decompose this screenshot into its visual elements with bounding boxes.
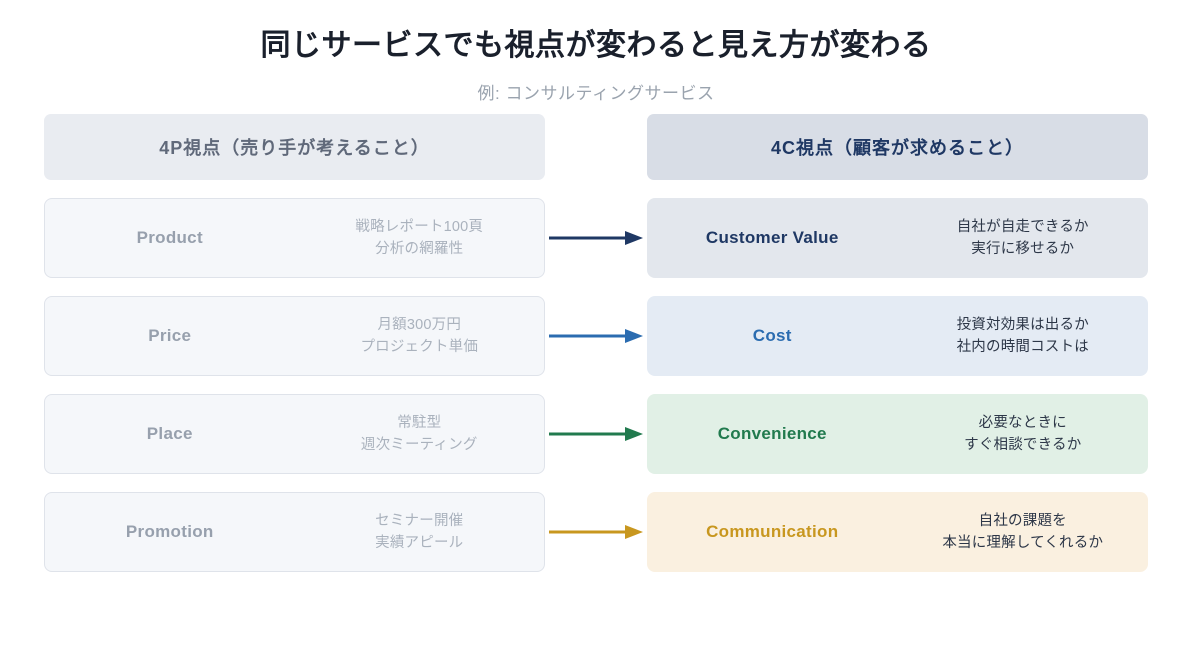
card-4c-cost[interactable]: Cost 投資対効果は出るか 社内の時間コストは [647, 296, 1148, 376]
card-description-line1: 月額300万円 [377, 316, 462, 333]
card-description-line2: 週次ミーティング [360, 437, 478, 453]
card-description-line1: 戦略レポート100頁 [355, 218, 484, 235]
arrow-right-icon [545, 394, 647, 474]
header-gap [545, 114, 647, 180]
card-description-line1: セミナー開催 [375, 512, 464, 529]
card-4p-product[interactable]: Product 戦略レポート100頁 分析の網羅性 [44, 198, 545, 278]
card-label: Promotion [125, 522, 214, 541]
row-right-cell: Cost 投資対効果は出るか 社内の時間コストは [647, 296, 1148, 376]
card-label: Customer Value [705, 228, 839, 247]
card-description-line2: プロジェクト単価 [360, 339, 479, 355]
card-4p-promotion[interactable]: Promotion セミナー開催 実績アピール [44, 492, 545, 572]
page-subtitle: 例: コンサルティングサービス [477, 84, 715, 103]
table-row: Product 戦略レポート100頁 分析の網羅性 Customer Value [44, 198, 1148, 278]
card-description-line1: 自社が自走できるか [956, 218, 1089, 235]
card-description: 自社が自走できるか 実行に移せるか [898, 216, 1149, 261]
title-block: 同じサービスでも視点が変わると見え方が変わる 例: コンサルティングサービス [0, 0, 1192, 104]
table-row: Place 常駐型 週次ミーティング Convenience 必要なと [44, 394, 1148, 474]
card-description-line1: 投資対効果は出るか [956, 316, 1089, 333]
card-4c-communication[interactable]: Communication 自社の課題を 本当に理解してくれるか [647, 492, 1148, 572]
comparison-matrix: 4P視点（売り手が考えること） 4C視点（顧客が求めること） Product 戦… [44, 114, 1148, 572]
card-description: 常駐型 週次ミーティング [295, 412, 545, 457]
header-right-cell: 4C視点（顧客が求めること） [647, 114, 1148, 180]
header-left-cell: 4P視点（売り手が考えること） [44, 114, 545, 180]
page-title: 同じサービスでも視点が変わると見え方が変わる [260, 29, 932, 62]
row-right-cell: Customer Value 自社が自走できるか 実行に移せるか [647, 198, 1148, 278]
row-right-cell: Convenience 必要なときに すぐ相談できるか [647, 394, 1148, 474]
header-4p: 4P視点（売り手が考えること） [44, 114, 545, 180]
row-left-cell: Product 戦略レポート100頁 分析の網羅性 [44, 198, 545, 278]
row-left-cell: Place 常駐型 週次ミーティング [44, 394, 545, 474]
card-description: セミナー開催 実績アピール [295, 510, 545, 555]
arrow-right-icon [545, 296, 647, 376]
card-description-line2: 社内の時間コストは [956, 339, 1089, 355]
card-label: Place [146, 424, 193, 443]
matrix-header-row: 4P視点（売り手が考えること） 4C視点（顧客が求めること） [44, 114, 1148, 180]
card-description: 戦略レポート100頁 分析の網羅性 [295, 216, 545, 261]
row-left-cell: Promotion セミナー開催 実績アピール [44, 492, 545, 572]
card-description-line2: 実績アピール [375, 535, 464, 551]
card-4p-place[interactable]: Place 常駐型 週次ミーティング [44, 394, 545, 474]
card-description-line1: 自社の課題を [978, 512, 1067, 529]
card-label: Communication [706, 522, 839, 541]
arrow-right-icon [545, 198, 647, 278]
card-description: 自社の課題を 本当に理解してくれるか [898, 510, 1149, 555]
table-row: Price 月額300万円 プロジェクト単価 Cost 投資対効果は出 [44, 296, 1148, 376]
header-4c: 4C視点（顧客が求めること） [647, 114, 1148, 180]
table-row: Promotion セミナー開催 実績アピール Communication [44, 492, 1148, 572]
card-label: Cost [752, 326, 792, 345]
row-right-cell: Communication 自社の課題を 本当に理解してくれるか [647, 492, 1148, 572]
card-description-line2: 分析の網羅性 [375, 241, 464, 257]
card-label: Price [148, 326, 192, 345]
card-description: 投資対効果は出るか 社内の時間コストは [898, 314, 1149, 359]
arrow-right-icon [545, 492, 647, 572]
card-description: 月額300万円 プロジェクト単価 [295, 314, 545, 359]
card-description-line2: 実行に移せるか [971, 241, 1075, 257]
card-description: 必要なときに すぐ相談できるか [898, 412, 1149, 457]
card-label: Convenience [717, 424, 827, 443]
card-label: Product [136, 228, 203, 247]
card-4c-customer-value[interactable]: Customer Value 自社が自走できるか 実行に移せるか [647, 198, 1148, 278]
card-description-line1: 常駐型 [397, 414, 442, 431]
row-left-cell: Price 月額300万円 プロジェクト単価 [44, 296, 545, 376]
card-4c-convenience[interactable]: Convenience 必要なときに すぐ相談できるか [647, 394, 1148, 474]
card-description-line1: 必要なときに [978, 414, 1067, 431]
card-4p-price[interactable]: Price 月額300万円 プロジェクト単価 [44, 296, 545, 376]
card-description-line2: すぐ相談できるか [964, 437, 1082, 453]
card-description-line2: 本当に理解してくれるか [942, 535, 1104, 551]
